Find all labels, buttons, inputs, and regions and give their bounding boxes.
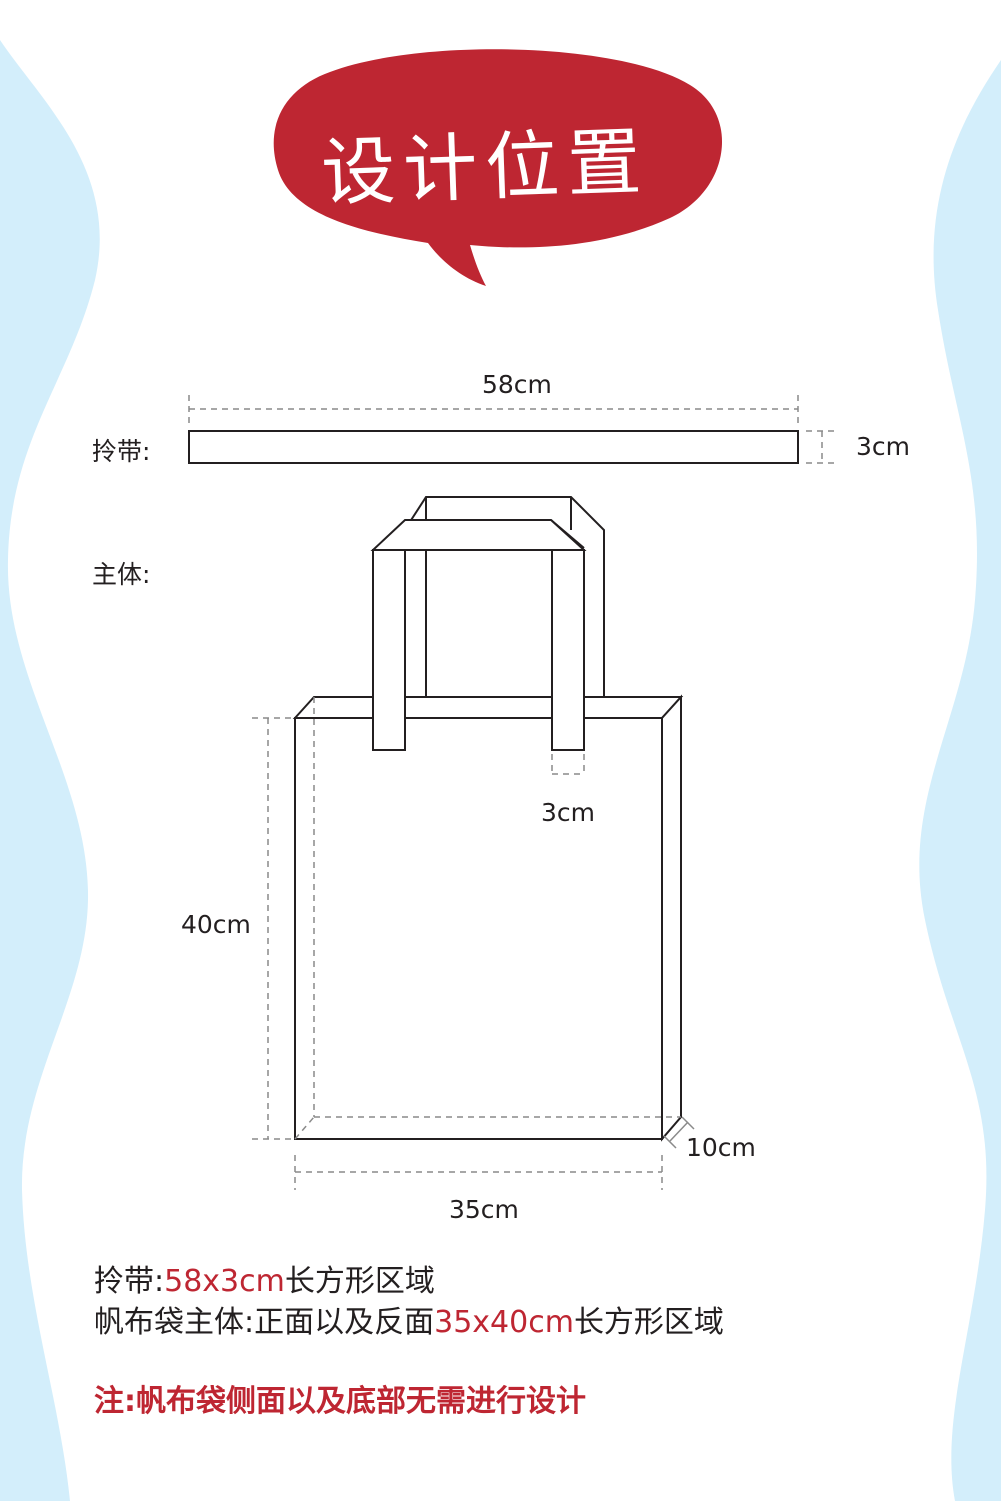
body-info-prefix: 帆布袋主体:正面以及反面 — [94, 1305, 435, 1340]
strap-width-label: 3cm — [856, 432, 911, 461]
body-section-label: 主体: — [92, 560, 151, 589]
strap-info-prefix: 拎带: — [94, 1264, 165, 1299]
strap-info-line: 拎带:58x3cm长方形区域 — [94, 1256, 435, 1300]
depth-dim — [669, 1121, 689, 1142]
strap-rect — [188, 430, 799, 464]
strap-section-label: 拎带: — [92, 437, 151, 466]
bag-height-label: 40cm — [181, 910, 251, 939]
bag-body — [292, 694, 684, 1142]
body-info-line: 帆布袋主体:正面以及反面35x40cm长方形区域 — [94, 1297, 724, 1341]
title-bubble — [273, 49, 723, 286]
left-wave — [0, 40, 100, 1501]
strap-length-label: 58cm — [482, 370, 552, 399]
body-info-size: 35x40cm — [434, 1305, 574, 1340]
strap-info-suffix: 长方形区域 — [284, 1264, 435, 1299]
hidden-edge-diag — [294, 1116, 315, 1140]
front-handle — [370, 519, 587, 751]
design-note: 注:帆布袋侧面以及底部无需进行设计 — [94, 1384, 586, 1419]
right-wave — [919, 60, 1001, 1501]
strap-info-size: 58x3cm — [164, 1264, 285, 1299]
bag-width-label: 35cm — [449, 1195, 519, 1224]
body-info-suffix: 长方形区域 — [573, 1305, 724, 1340]
bag-depth-label: 10cm — [686, 1133, 756, 1162]
handle-width-label: 3cm — [541, 798, 596, 827]
